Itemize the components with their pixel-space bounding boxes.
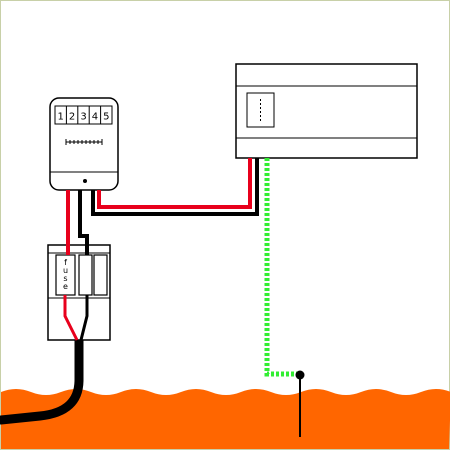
fuse-cartridge [93,254,108,296]
fuse-label-letter: f [64,258,67,267]
service-panel-icon [235,63,418,159]
fuse-label-letter: s [63,274,67,283]
hot-wire-fuse-to-feeder [63,295,79,341]
underground-feeder [0,335,84,425]
fuse-box-icon: f u s e [47,244,111,341]
neutral-wire-meter-to-fuse [78,190,89,255]
hot-wire-meter-to-panel [97,158,252,209]
panel-breaker [246,92,275,128]
meter-digit: 3 [80,112,86,123]
meter-digit: 2 [69,112,75,123]
electric-meter-icon: 1 2 3 4 5 [49,97,119,191]
meter-digit: 1 [58,112,64,123]
ground-soil [1,389,450,449]
fuse-cartridge [78,254,93,296]
meter-digit: 5 [103,112,109,123]
ground-wire [264,158,300,377]
neutral-wire-meter-to-panel [91,158,259,216]
neutral-wire-fuse-to-feeder [79,295,89,341]
ground-rod-icon [295,370,305,437]
meter-scale [65,139,103,145]
meter-dial [54,105,113,125]
fuse-label-letter: e [63,282,68,291]
meter-terminal [83,179,87,183]
meter-digit: 4 [92,112,98,123]
fuse-label-letter: u [63,266,68,275]
